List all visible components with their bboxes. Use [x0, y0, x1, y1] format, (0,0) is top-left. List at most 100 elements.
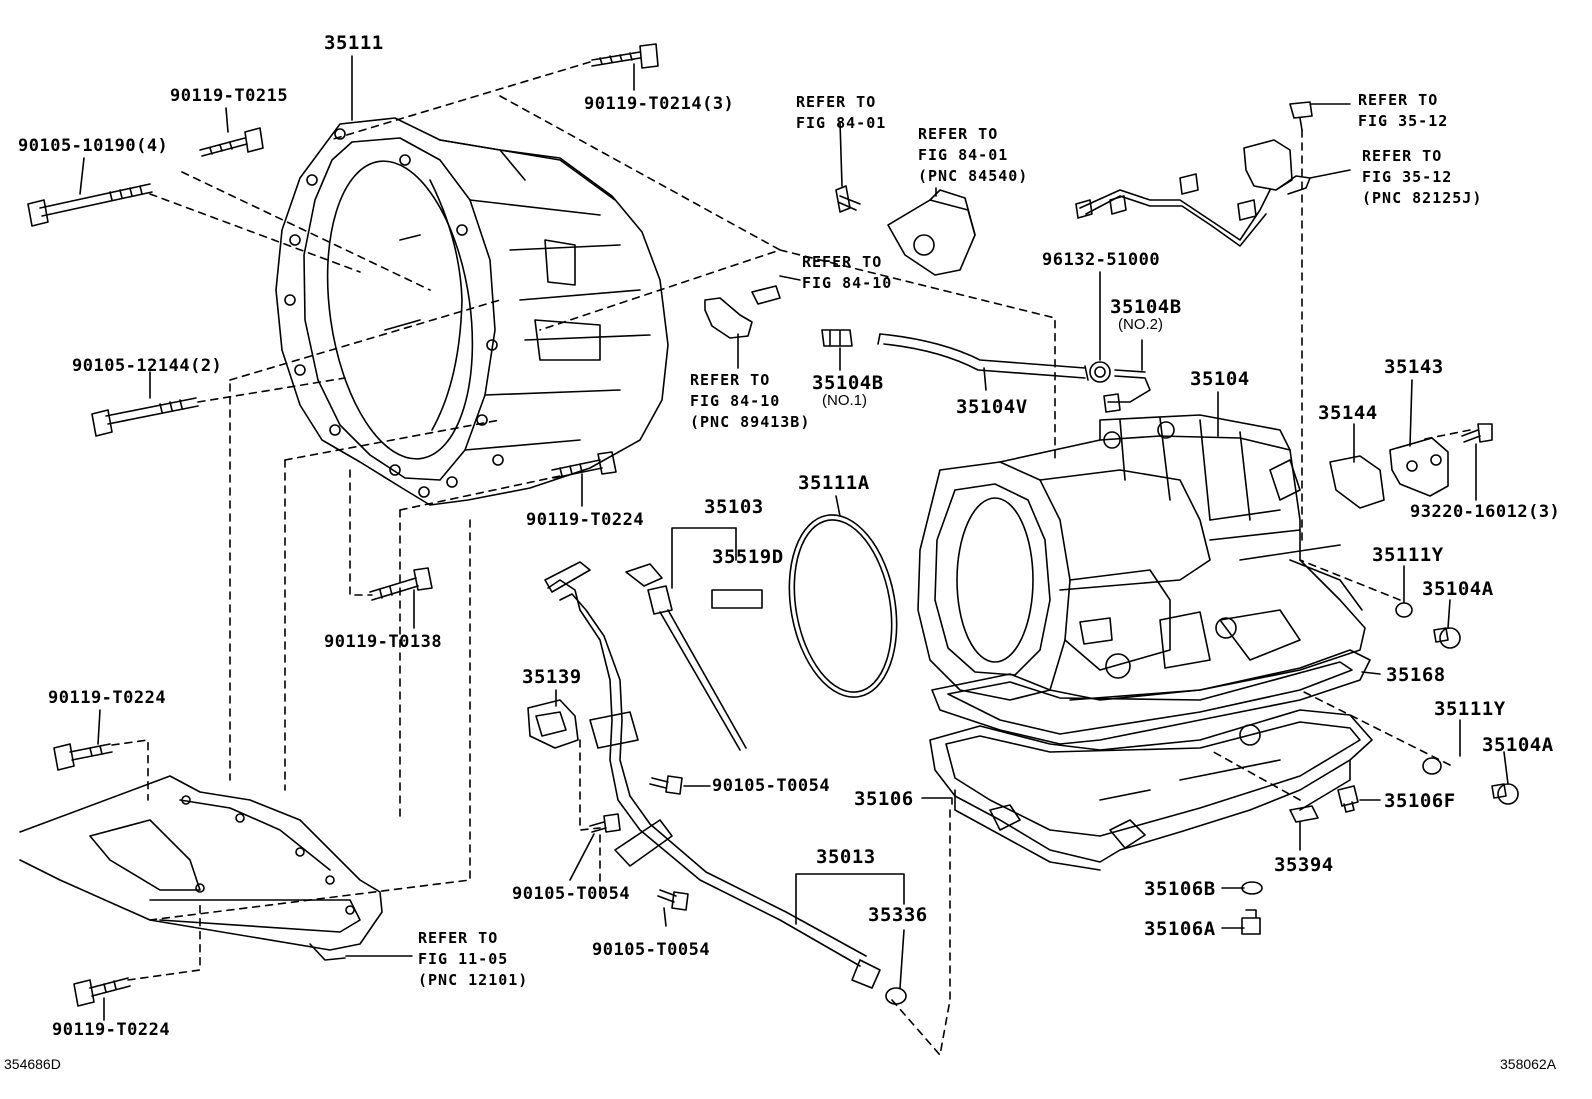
label-35336: 35336 — [868, 904, 928, 926]
oil-pan-35106 — [929, 709, 1373, 871]
transmission-case-35104 — [917, 414, 1366, 701]
o-ring-35111Y-a — [1395, 602, 1413, 618]
label-90119-T0214: 90119-T0214(3) — [584, 94, 735, 114]
label-35144: 35144 — [1318, 402, 1378, 424]
refer-line-2: FIG 35-12 — [1358, 112, 1449, 130]
refer-line-2: FIG 84-01 — [918, 146, 1009, 164]
gasket-35168 — [931, 649, 1371, 745]
label-35106F: 35106F — [1384, 790, 1456, 812]
illustration-id-right: 358062A — [1500, 1056, 1557, 1072]
o-ring-35111Y-b — [1422, 757, 1442, 775]
refer-line-1: REFER TO — [1358, 91, 1439, 109]
bolt-90119-T0224-bottom — [73, 977, 131, 1007]
refer-line-2: FIG 84-10 — [802, 274, 893, 292]
refer-line-3: (PNC 89413B) — [690, 413, 811, 431]
bracket-35143 — [1389, 437, 1449, 497]
bolt-90119-T0214 — [591, 43, 659, 69]
o-ring-35111A — [788, 514, 898, 698]
label-35168: 35168 — [1386, 664, 1446, 686]
label-35394: 35394 — [1274, 854, 1334, 876]
solid-leader-lines — [79, 55, 1509, 1021]
plug-35106A — [1241, 909, 1261, 935]
refer-fig-35-12-a: REFER TO FIG 35-12 — [1358, 90, 1448, 132]
label-35106: 35106 — [854, 788, 914, 810]
washer-35106B — [1241, 881, 1263, 895]
refer-fig-84-10-a: REFER TO FIG 84-10 — [802, 252, 892, 294]
label-35111Y-b: 35111Y — [1434, 698, 1506, 720]
refer-line-2: FIG 11-05 — [418, 950, 509, 968]
refer-line-3: (PNC 12101) — [418, 971, 529, 989]
bracket-35139 — [527, 699, 579, 749]
refer-line-1: REFER TO — [918, 125, 999, 143]
plug-35104A-b — [1491, 783, 1519, 805]
wire-harness-fig-35-12 — [1075, 101, 1313, 247]
label-35106B: 35106B — [1144, 878, 1216, 900]
label-35104B-no2: 35104B — [1110, 296, 1182, 318]
label-35519D: 35519D — [712, 546, 784, 568]
refer-line-1: REFER TO — [802, 253, 883, 271]
label-93220-16012: 93220-16012(3) — [1410, 502, 1561, 522]
refer-line-1: REFER TO — [690, 371, 771, 389]
fitting-35104B-no1 — [821, 329, 853, 347]
label-90119-T0138: 90119-T0138 — [324, 632, 443, 652]
dashed-assembly-lines — [111, 61, 1471, 1056]
label-90105-T0054-c: 90105-T0054 — [592, 940, 711, 960]
filler-tube-35013 — [544, 561, 881, 989]
sensor-fig-84-10 — [704, 285, 781, 339]
label-90119-T0215: 90119-T0215 — [170, 86, 289, 106]
label-35104V: 35104V — [956, 396, 1028, 418]
refer-line-3: (PNC 84540) — [918, 167, 1029, 185]
refer-fig-84-01-b: REFER TO FIG 84-01 (PNC 84540) — [918, 124, 1028, 187]
label-35111A: 35111A — [798, 472, 870, 494]
label-35104B-no2-sub: (NO.2) — [1118, 316, 1163, 333]
label-90119-T0224-upper: 90119-T0224 — [526, 510, 645, 530]
label-90119-T0224-left: 90119-T0224 — [48, 688, 167, 708]
label-35106A: 35106A — [1144, 918, 1216, 940]
sensor-fig-84-01 — [835, 185, 976, 276]
label-35104A-a: 35104A — [1422, 578, 1494, 600]
bracket-35144 — [1329, 455, 1385, 509]
engine-block-fig-11-05 — [19, 775, 383, 961]
bolt-90119-T0224-left — [53, 743, 113, 771]
hose-35104V — [877, 333, 1089, 381]
refer-line-1: REFER TO — [796, 93, 877, 111]
bolt-90105-T0054-a — [649, 775, 683, 795]
fitting-35104B-no2 — [1103, 369, 1151, 413]
refer-fig-84-01-a: REFER TO FIG 84-01 — [796, 92, 886, 134]
bolt-90119-T0224-upper — [551, 451, 617, 479]
bolt-90119-T0215 — [199, 127, 264, 157]
refer-line-1: REFER TO — [418, 929, 499, 947]
refer-line-1: REFER TO — [1362, 147, 1443, 165]
bolt-90105-10190 — [27, 183, 153, 227]
label-35111Y-a: 35111Y — [1372, 544, 1444, 566]
label-90119-T0224-bottom: 90119-T0224 — [52, 1020, 171, 1040]
refer-line-2: FIG 84-01 — [796, 114, 887, 132]
magnet-35394 — [1289, 805, 1319, 823]
plug-35104A-a — [1433, 627, 1461, 649]
label-90105-T0054-b: 90105-T0054 — [512, 884, 631, 904]
label-35104B-no1: 35104B — [812, 372, 884, 394]
label-90105-T0054-a: 90105-T0054 — [712, 776, 831, 796]
refer-line-3: (PNC 82125J) — [1362, 189, 1483, 207]
refer-line-2: FIG 35-12 — [1362, 168, 1453, 186]
label-35143: 35143 — [1384, 356, 1444, 378]
label-35104B-no1-sub: (NO.1) — [822, 392, 867, 409]
label-90105-10190: 90105-10190(4) — [18, 136, 169, 156]
refer-line-2: FIG 84-10 — [690, 392, 781, 410]
illustration-id-left: 354686D — [4, 1056, 61, 1072]
label-35139: 35139 — [522, 666, 582, 688]
o-ring-35336 — [885, 987, 907, 1005]
label-35104A-b: 35104A — [1482, 734, 1554, 756]
bolt-90105-T0054-b — [589, 813, 621, 833]
bolt-90119-T0138 — [369, 567, 433, 601]
label-35104: 35104 — [1190, 368, 1250, 390]
label-96132-51000: 96132-51000 — [1042, 250, 1161, 270]
refer-fig-11-05: REFER TO FIG 11-05 (PNC 12101) — [418, 928, 528, 991]
bolt-90105-12144 — [91, 397, 199, 437]
label-35013: 35013 — [816, 846, 876, 868]
clip-96132-51000 — [1089, 361, 1111, 383]
refer-fig-84-10-b: REFER TO FIG 84-10 (PNC 89413B) — [690, 370, 810, 433]
refer-fig-35-12-b: REFER TO FIG 35-12 (PNC 82125J) — [1362, 146, 1482, 209]
